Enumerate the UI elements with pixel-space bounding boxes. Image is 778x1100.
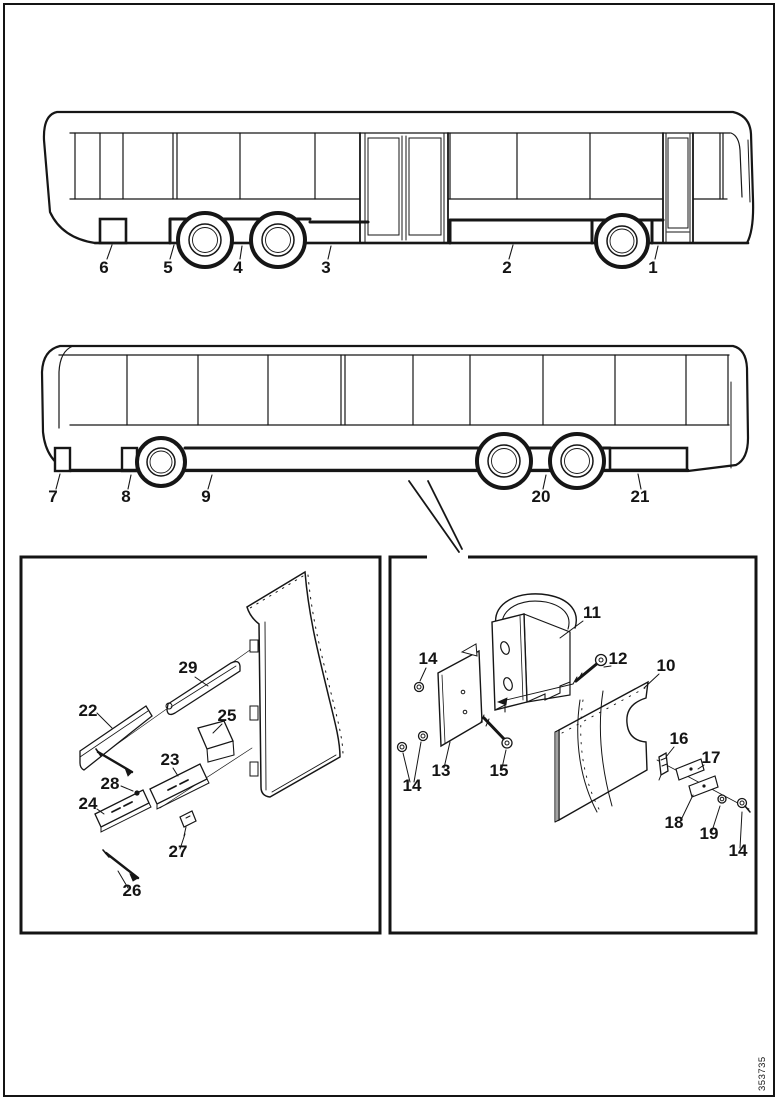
callout-label-24: 24 [79,794,98,813]
right-box-exploded-view [396,593,751,849]
callout-label-2: 2 [502,258,511,277]
callout-label-13: 13 [432,761,451,780]
detail-pointer-arrow [408,480,463,553]
part-27-clip [179,810,197,837]
part-22-rail [79,705,153,771]
part-24-plate [94,789,152,833]
part-23-plate [149,763,210,810]
wheels-top-bus [176,211,650,269]
callout-label-3: 3 [321,258,330,277]
callout-label-5: 5 [163,258,172,277]
part-10-panel [554,680,649,823]
left-box-exploded-view [79,570,344,889]
part-11-bracket [491,593,577,713]
callout-label-12: 12 [609,649,628,668]
window-pillars [126,354,729,426]
callout-label-22: 22 [79,701,98,720]
part-15-bolt [480,714,513,749]
callout-label-23: 23 [161,750,180,769]
front-door [662,132,694,244]
callout-label-18: 18 [665,813,684,832]
top-bus-callouts: 6 5 4 3 2 1 [99,258,657,277]
callout-label-14b: 14 [403,776,422,795]
screw-pin [95,748,134,777]
callout-label-26: 26 [123,881,142,900]
callout-label-9: 9 [201,487,210,506]
callout-label-17: 17 [702,748,721,767]
part-7-panel [53,446,72,473]
windshield [730,132,743,198]
bus-left-side-view [40,344,750,553]
part-6-box [98,217,128,245]
callout-label-10: 10 [657,656,676,675]
part-28-screw [134,790,140,796]
callout-label-8: 8 [121,487,130,506]
callout-label-14a: 14 [419,649,438,668]
middle-bus-callouts: 7 8 9 20 21 [48,487,649,506]
callout-label-27: 27 [169,842,188,861]
part-17-plate [675,758,705,781]
detail-box-right [388,555,758,935]
body-corner-panel [246,570,344,798]
part-18-plate [688,775,719,798]
part-8-panel [120,446,139,473]
part-19-nut [717,794,727,804]
callout-label-11: 11 [583,603,601,622]
top-bus-leader-lines [106,244,659,260]
left-box-callouts: 22 29 25 23 28 24 27 26 [79,658,237,900]
left-box-leader-lines [96,676,223,889]
callout-label-28: 28 [101,774,120,793]
callout-label-1: 1 [648,258,657,277]
part-29-rail [165,660,241,716]
part-12-bolt [496,653,608,706]
callout-label-16: 16 [670,729,689,748]
part-26-screw [102,849,140,882]
callout-label-21: 21 [631,487,650,506]
right-box-leader-lines [402,620,743,849]
callout-label-7: 7 [48,487,57,506]
centre-door [359,132,449,244]
part-13-plate [437,643,483,748]
a-pillar-line [747,139,751,203]
part-16-clip [658,751,669,781]
page-border [3,3,775,1097]
callout-label-20: 20 [532,487,551,506]
windshield [58,345,74,429]
callout-label-25: 25 [218,706,237,725]
part-21-panel [608,446,689,472]
right-box-callouts: 11 14 12 10 13 14 15 16 17 18 19 14 [403,603,748,860]
figure-number: 353735 [757,1056,768,1091]
callout-label-29: 29 [179,658,198,677]
callout-label-14c: 14 [729,841,748,860]
callout-label-4: 4 [233,258,243,277]
middle-bus-leader-lines [55,473,642,490]
bus-right-side-view [42,110,755,269]
wheels-middle-bus [135,432,606,490]
callout-label-6: 6 [99,258,108,277]
part-14-nuts [396,681,429,753]
detail-box-left [19,555,382,935]
part-25-clip [197,720,235,763]
window-pillars [74,132,724,200]
callout-label-19: 19 [700,824,719,843]
callout-label-15: 15 [490,761,509,780]
part-14-nut-right [736,797,751,813]
